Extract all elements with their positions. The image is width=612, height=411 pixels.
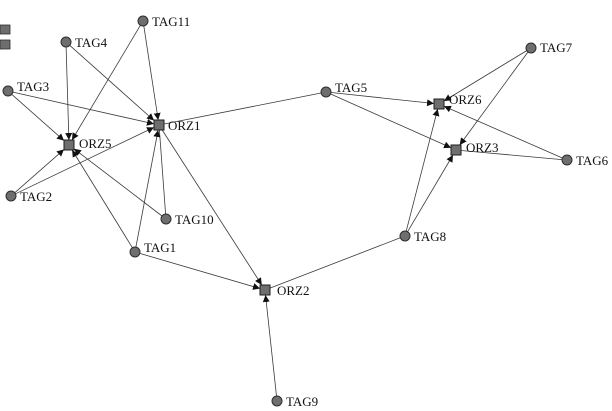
edge-tag1-orz5: [71, 149, 133, 248]
edge-tag2-orz5: [14, 149, 65, 194]
node-tag2: TAG2: [5, 189, 52, 204]
node-tag11: TAG11: [137, 14, 190, 29]
node-circle-tag4: [60, 36, 72, 48]
node-circle-tag10: [160, 213, 172, 225]
legend: [0, 24, 11, 50]
node-label-orz1: ORZ1: [168, 118, 201, 133]
edge-tag4-orz1: [69, 45, 155, 121]
node-label-tag8: TAG8: [414, 229, 446, 244]
node-circle-tag11: [137, 15, 149, 27]
node-square-orz5: [63, 139, 75, 151]
legend-square-2: [0, 39, 11, 50]
edge-tag7-orz3: [459, 51, 529, 146]
node-tag7: TAG7: [525, 40, 573, 55]
edge-tag11-orz1: [143, 25, 161, 121]
node-label-tag3: TAG3: [17, 79, 49, 94]
node-label-tag5: TAG5: [335, 80, 367, 95]
edge-tag5-orz3: [330, 93, 452, 149]
node-orz5: ORZ5: [63, 136, 112, 151]
node-tag1: TAG1: [129, 240, 176, 258]
node-tag8: TAG8: [399, 229, 446, 244]
node-label-orz6: ORZ6: [449, 92, 482, 107]
node-label-tag10: TAG10: [175, 212, 214, 227]
node-label-orz2: ORZ2: [277, 283, 310, 298]
legend-square-1: [0, 24, 11, 35]
edge-tag4-orz5: [65, 46, 73, 141]
edge-tag7-orz6: [443, 50, 527, 102]
edge-tag1-orz1: [135, 129, 161, 248]
node-circle-tag5: [320, 86, 332, 98]
node-orz1: ORZ1: [153, 118, 201, 133]
node-tag5: TAG5: [320, 80, 367, 98]
edges-layer: [11, 25, 563, 397]
edge-tag2-orz1: [15, 127, 155, 195]
edge-tag3-orz5: [11, 94, 65, 141]
node-square-orz2: [259, 284, 271, 296]
node-orz3: ORZ3: [450, 140, 499, 156]
node-tag3: TAG3: [2, 79, 49, 97]
node-label-tag6: TAG6: [576, 153, 609, 168]
node-label-tag11: TAG11: [152, 14, 190, 29]
node-square-orz3: [450, 144, 462, 156]
edge-tag6-orz6: [443, 105, 563, 159]
edge-tag11-orz5: [71, 25, 141, 141]
node-tag10: TAG10: [160, 212, 214, 227]
node-label-tag1: TAG1: [144, 240, 176, 255]
edge-tag8-orz2: [269, 237, 401, 289]
node-label-tag9: TAG9: [286, 394, 318, 409]
node-circle-tag7: [525, 42, 537, 54]
edge-tag10-orz1: [159, 129, 166, 215]
edge-tag8-orz6: [405, 108, 440, 232]
node-label-tag4: TAG4: [75, 35, 108, 50]
node-label-orz5: ORZ5: [79, 136, 112, 151]
node-orz2: ORZ2: [259, 283, 310, 298]
node-tag4: TAG4: [60, 35, 108, 50]
node-circle-tag6: [561, 154, 573, 166]
node-circle-tag1: [129, 246, 141, 258]
edge-tag6-orz3: [460, 150, 563, 160]
edge-orz1-tag5: [163, 92, 322, 125]
edge-tag10-orz5: [73, 148, 163, 217]
node-label-tag7: TAG7: [540, 40, 573, 55]
node-label-tag2: TAG2: [20, 189, 52, 204]
edge-tag9-orz2: [262, 294, 277, 397]
edge-tag5-orz6: [330, 92, 435, 107]
node-tag9: TAG9: [271, 394, 318, 409]
edge-orz1-orz2: [161, 129, 263, 286]
node-square-orz1: [153, 119, 165, 131]
node-circle-tag9: [271, 395, 283, 407]
node-label-orz3: ORZ3: [466, 140, 499, 155]
node-circle-tag3: [2, 85, 14, 97]
node-orz6: ORZ6: [433, 92, 482, 110]
node-circle-tag2: [5, 190, 17, 202]
node-square-orz6: [433, 98, 445, 110]
node-circle-tag8: [399, 230, 411, 242]
edge-tag8-orz3: [407, 154, 454, 232]
edge-tag3-orz1: [12, 91, 155, 126]
node-tag6: TAG6: [561, 153, 609, 168]
edge-tag1-orz2: [139, 253, 261, 290]
